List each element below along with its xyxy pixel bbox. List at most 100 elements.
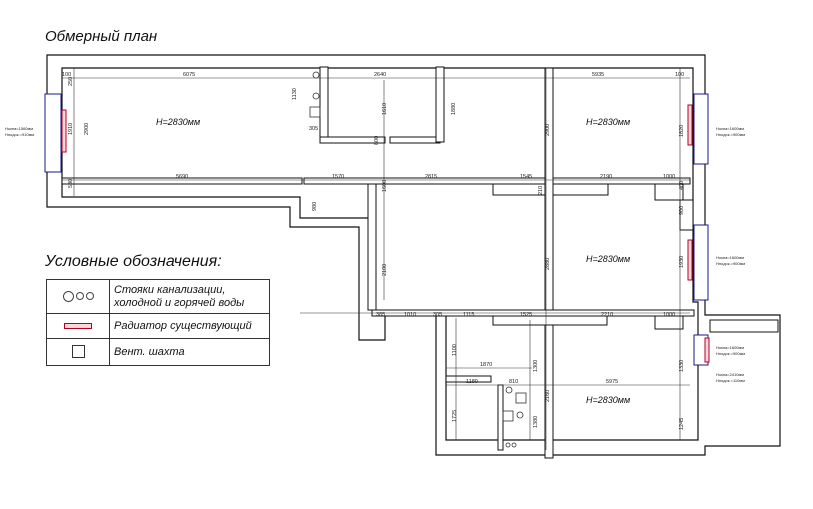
wall-segment	[435, 66, 445, 143]
dimension-label: 100	[675, 72, 684, 78]
legend-symbol-cell	[46, 338, 110, 366]
wall-segment	[319, 136, 386, 144]
wall-segment	[445, 375, 492, 383]
legend-title: Условные обозначения:	[45, 253, 222, 270]
dimension-label: 1930	[679, 256, 685, 268]
dimension-label: 800	[374, 136, 380, 145]
riser-circle-icon	[62, 290, 74, 302]
dimension-label: 1245	[679, 418, 685, 430]
dimension-label: 530	[68, 179, 74, 188]
riser-circle-icon	[85, 292, 94, 301]
legend-row: Вент. шахта	[46, 338, 270, 366]
dimension-label: 1910	[68, 123, 74, 135]
window-note: Hокна=1560мм	[5, 126, 33, 131]
dimension-label: 2160	[545, 390, 551, 402]
dimension-label: 210	[538, 186, 544, 195]
riser-icon	[312, 92, 320, 100]
dimension-label: 1300	[533, 360, 539, 372]
dimension-label: 1330	[679, 360, 685, 372]
dimension-label: 2880	[545, 258, 551, 270]
wall-segment	[492, 315, 608, 326]
riser-icon	[505, 442, 511, 448]
dimension-label: 5935	[592, 72, 604, 78]
wall-segment	[303, 177, 691, 185]
dimension-label: 1610	[382, 103, 388, 115]
legend-row: Стояки канализации, холодной и горячей в…	[46, 279, 270, 314]
legend-label: Стояки канализации, холодной и горячей в…	[109, 279, 270, 314]
riser-icon	[505, 386, 513, 394]
dimension-label: 1010	[404, 312, 416, 318]
dimension-label: 1130	[292, 88, 298, 100]
window-note: Hокна=1600мм	[716, 255, 744, 260]
dimension-label: 2100	[382, 264, 388, 276]
dimension-label: 810	[509, 379, 518, 385]
dimension-label: 1725	[452, 410, 458, 422]
legend-symbol-cell	[46, 279, 110, 314]
room-height-label: H=2830мм	[156, 117, 200, 127]
dimension-label: 900	[679, 206, 685, 215]
dimension-label: 2640	[374, 72, 386, 78]
dimension-label: 1000	[663, 174, 675, 180]
legend-label: Вент. шахта	[109, 338, 270, 366]
dimension-label: 100	[62, 72, 71, 78]
window-note: Hокна=2410мм	[716, 372, 744, 377]
dimension-label: 2900	[84, 123, 90, 135]
dimension-label: 1880	[451, 103, 457, 115]
window-note: Hокна=1600мм	[716, 345, 744, 350]
window-note: Hподок.=910мм	[5, 132, 34, 137]
legend-table: Стояки канализации, холодной и горячей в…	[46, 279, 270, 366]
vent-shaft-icon	[515, 392, 527, 404]
wall-segment	[654, 183, 684, 201]
radiator	[687, 104, 693, 146]
dimension-label: 2210	[601, 312, 613, 318]
wall-segment	[654, 315, 684, 330]
dimension-label: 980	[312, 202, 318, 211]
radiator-icon	[64, 322, 92, 329]
dimension-label: 1525	[520, 312, 532, 318]
dimension-label: 1820	[679, 125, 685, 137]
window	[44, 93, 62, 173]
wall-segment	[61, 177, 303, 185]
dimension-label: 1115	[463, 312, 474, 318]
dimension-label: 1000	[663, 312, 675, 318]
dimension-label: 2815	[425, 174, 437, 180]
dimension-label: 5690	[176, 174, 188, 180]
dimension-label: 400	[679, 181, 685, 190]
dimension-label: 6075	[183, 72, 195, 78]
vent-shaft-icon	[309, 106, 321, 118]
dimension-label: 5975	[606, 379, 618, 385]
window-note: Hподок.=900мм	[716, 132, 745, 137]
radiator	[704, 337, 710, 363]
dimension-label: 1380	[533, 416, 539, 428]
riser-circle-icon	[75, 292, 84, 301]
legend-label: Радиатор существующий	[109, 313, 270, 339]
window-note: Hподок.=900мм	[716, 261, 745, 266]
plan-title: Обмерный план	[45, 28, 158, 45]
riser-icon	[312, 71, 320, 79]
window-note: Hокна=1600мм	[716, 126, 744, 131]
wall-segment	[709, 319, 779, 333]
wall-segment	[367, 183, 377, 311]
window	[693, 224, 709, 301]
dimension-label: 1600	[382, 180, 388, 192]
window-note: Hподок.=110мм	[716, 378, 745, 383]
riser-icon	[516, 411, 524, 419]
window	[693, 93, 709, 165]
dimension-label: 250	[68, 77, 74, 86]
vent-shaft-icon	[71, 345, 85, 359]
dimension-label: 1870	[480, 362, 492, 368]
wall-segment	[389, 136, 441, 144]
room-height-label: H=2830мм	[586, 117, 630, 127]
window-note: Hподок.=900мм	[716, 351, 745, 356]
room-height-label: H=2830мм	[586, 254, 630, 264]
vent-shaft-icon	[502, 410, 514, 422]
dimension-label: 2900	[545, 124, 551, 136]
dimension-label: 1100	[452, 344, 458, 356]
dimension-label: 305	[309, 126, 318, 132]
dimension-label: 1180	[466, 379, 478, 385]
legend-row: Радиатор существующий	[46, 313, 270, 339]
radiator	[61, 109, 67, 153]
dimension-label: 385	[376, 312, 385, 318]
riser-icon	[511, 442, 517, 448]
